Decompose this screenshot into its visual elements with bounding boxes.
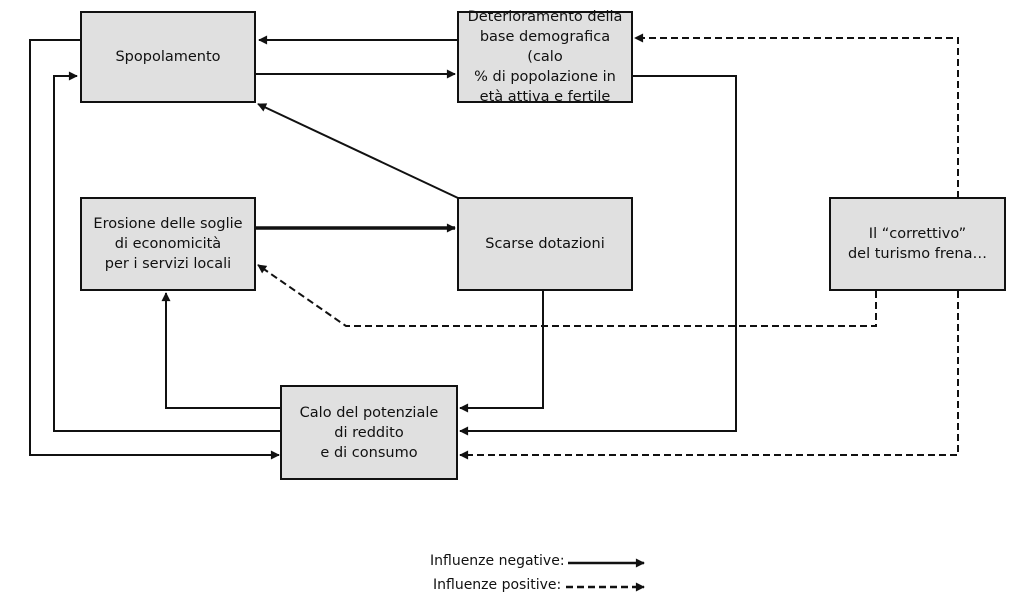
box-scarse-dotazioni: Scarse dotazioni (457, 197, 633, 291)
box-deterioramento-line3: % di popolazione in (474, 69, 616, 85)
dashed-arrow-correttivo-to-deterioramento (634, 33, 959, 198)
legend-negative: Influenze negative: (430, 553, 565, 569)
box-deterioramento: Deterioramento della base demografica (c… (457, 9, 633, 105)
arrow-spopolamento-to-calo (29, 39, 280, 460)
legend-positive: Influenze positive: (433, 577, 561, 593)
dashed-arrow-correttivo-to-calo (459, 291, 959, 460)
box-calo-line3: e di consumo (320, 444, 418, 461)
box-calo-line2: di reddito (334, 424, 404, 441)
box-calo-line1: Calo del potenziale (299, 404, 439, 421)
arrow-scarse-to-calo (459, 290, 544, 413)
box-deterioramento-line4: età attiva e fertile (479, 89, 611, 105)
box-correttivo-line2: del turismo frena… (847, 246, 988, 262)
box-erosione-line2: di economicità (114, 236, 222, 252)
box-scarse-dotazioni-label: Scarse dotazioni (485, 236, 605, 252)
arrow-calo-to-spopolamento (53, 71, 282, 432)
box-spopolamento-label: Spopolamento (115, 49, 221, 65)
box-erosione-line1: Erosione delle soglie (93, 216, 243, 232)
legend-positive-label: Influenze positive: (433, 577, 562, 593)
box-erosione-line3: per i servizi locali (104, 256, 232, 272)
box-deterioramento-line2: base demografica (calo (479, 29, 611, 65)
box-spopolamento: Spopolamento (80, 11, 256, 103)
box-correttivo-line1: Il “correttivo” (868, 226, 967, 242)
arrow-calo-to-erosione (161, 292, 282, 409)
box-erosione: Erosione delle soglie di economicità per… (80, 197, 256, 291)
dashed-arrow-correttivo-to-erosione (257, 264, 877, 327)
box-deterioramento-line1: Deterioramento della (467, 9, 623, 25)
legend-negative-label: Influenze negative: (430, 553, 565, 569)
box-calo: Calo del potenziale di reddito e di cons… (280, 385, 458, 480)
arrow-scarse-to-spopolamento (257, 103, 459, 199)
arrow-deterioramento-to-calo (459, 75, 737, 436)
box-correttivo: Il “correttivo” del turismo frena… (829, 197, 1006, 291)
